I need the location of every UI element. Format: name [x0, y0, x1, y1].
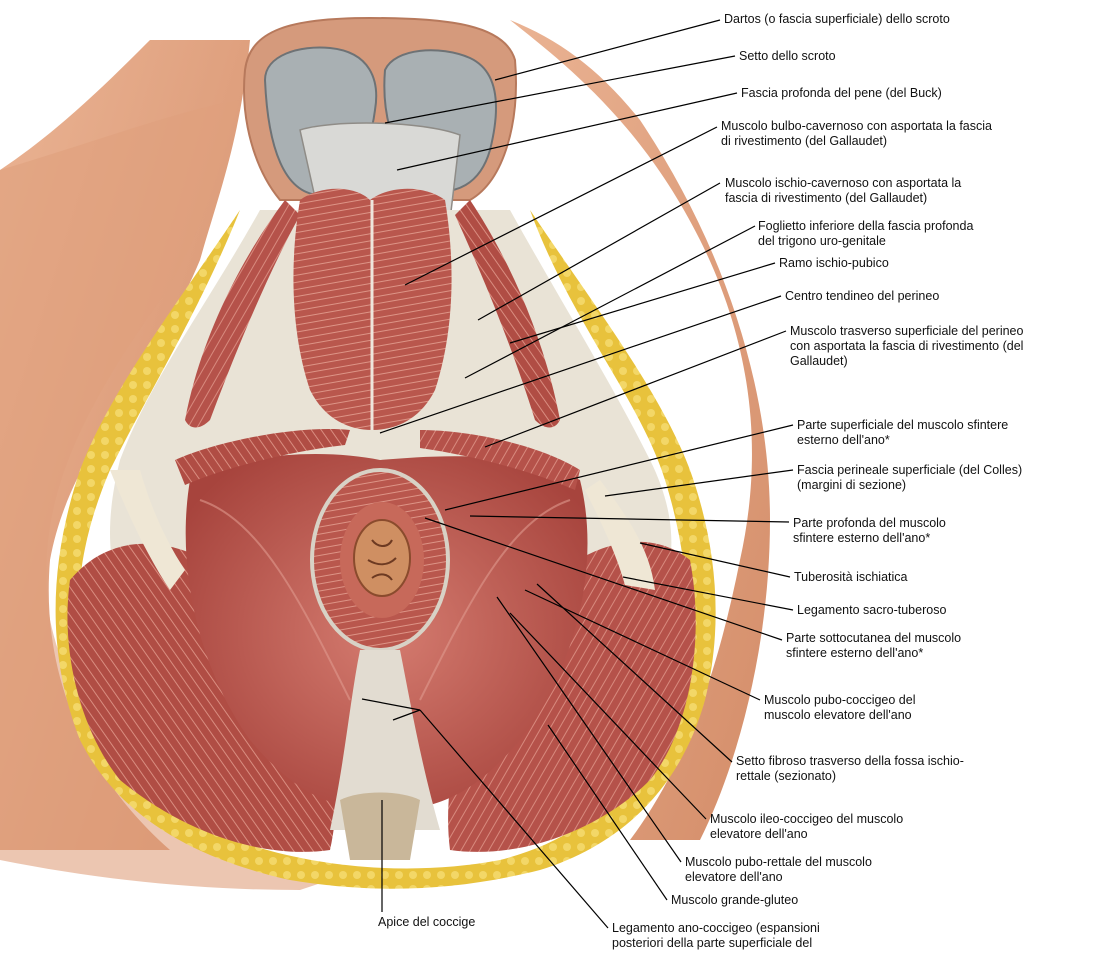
label-line: Parte superficiale del muscolo sfintere: [797, 418, 1009, 432]
label-setto-scroto: Setto dello scroto: [739, 49, 836, 64]
coccyx-apex: [340, 792, 420, 860]
label-line: Muscolo grande-gluteo: [671, 893, 799, 907]
gluteus-right: [448, 541, 696, 852]
label-ischio-cavernoso: Muscolo ischio-cavernoso con asportata l…: [725, 176, 961, 206]
leader-line: [444, 424, 794, 511]
label-centro-tendineo: Centro tendineo del perineo: [785, 289, 939, 304]
leader-line: [484, 330, 787, 448]
label-line: Apice del coccige: [378, 915, 476, 929]
leader-line: [622, 576, 794, 611]
leader-line: [361, 698, 421, 711]
label-line: Muscolo ileo-coccigeo del muscolo: [710, 812, 904, 826]
label-foglietto-inferiore: Foglietto inferiore della fascia profond…: [758, 219, 973, 249]
label-line: Fascia profonda del pene (del Buck): [741, 86, 942, 100]
leader-line: [509, 262, 776, 344]
label-bulbo-cavernoso: Muscolo bulbo-cavernoso con asportata la…: [721, 119, 992, 149]
label-line: rettale (sezionato): [736, 769, 837, 783]
label-line: Dartos (o fascia superficiale) dello scr…: [724, 12, 950, 26]
transverse-perineal-right: [420, 430, 580, 490]
leader-line: [469, 515, 790, 523]
transverse-perineal-left: [175, 429, 350, 485]
ischial-tuberosity-left: [110, 470, 185, 590]
label-dartos: Dartos (o fascia superficiale) dello scr…: [724, 12, 950, 27]
label-line: Fascia perineale superficiale (del Colle…: [797, 463, 1023, 477]
label-line: Muscolo pubo-coccigeo del: [764, 693, 916, 707]
label-line: di rivestimento (del Gallaudet): [721, 134, 888, 148]
label-line: Centro tendineo del perineo: [785, 289, 940, 303]
label-line: Gallaudet): [790, 354, 848, 368]
leader-line: [392, 709, 421, 721]
leader-line: [509, 612, 707, 820]
leader-line: [547, 724, 668, 901]
leader-line: [424, 517, 783, 641]
label-fascia-buck: Fascia profonda del pene (del Buck): [741, 86, 942, 101]
label-line: elevatore dell'ano: [685, 870, 783, 884]
skin-region: [0, 20, 770, 890]
label-line: Muscolo ischio-cavernoso con asportata l…: [725, 176, 962, 190]
ischiocavernosus-right: [455, 200, 560, 428]
label-line: elevatore dell'ano: [710, 827, 808, 841]
label-line: Muscolo trasverso superficiale del perin…: [790, 324, 1024, 338]
label-line: Foglietto inferiore della fascia profond…: [758, 219, 974, 233]
label-line: sfintere esterno dell'ano*: [786, 646, 924, 660]
label-line: muscolo elevatore dell'ano: [764, 708, 912, 722]
label-line: Parte sottocutanea del muscolo: [786, 631, 962, 645]
leader-line: [419, 709, 609, 929]
ischial-tuberosity-right: [585, 480, 655, 590]
label-line: Setto dello scroto: [739, 49, 836, 63]
label-line: Legamento ano-coccigeo (espansioni: [612, 921, 820, 935]
label-line: esterno dell'ano*: [797, 433, 890, 447]
label-apice-coccige: Apice del coccige: [378, 915, 475, 930]
label-line: del trigono uro-genitale: [758, 234, 886, 248]
label-tuberosita: Tuberosità ischiatica: [794, 570, 907, 585]
anococcygeal-ligament: [330, 650, 440, 830]
ischiocavernosus-left: [185, 200, 300, 428]
leader-line: [477, 182, 721, 321]
leader-line: [494, 19, 721, 81]
label-sacro-tuberoso: Legamento sacro-tuberoso: [797, 603, 946, 618]
label-setto-fibroso: Setto fibroso trasverso della fossa isch…: [736, 754, 964, 784]
label-trasverso-superficiale: Muscolo trasverso superficiale del perin…: [790, 324, 1023, 369]
label-line: con asportata la fascia di rivestimento …: [790, 339, 1024, 353]
scrotum: [243, 16, 517, 221]
label-line: Ramo ischio-pubico: [779, 256, 889, 270]
label-line: fascia di rivestimento (del Gallaudet): [725, 191, 928, 205]
label-line: Muscolo bulbo-cavernoso con asportata la…: [721, 119, 992, 133]
leader-line: [384, 55, 736, 124]
label-line: Muscolo pubo-rettale del muscolo: [685, 855, 872, 869]
label-line: sfintere esterno dell'ano*: [793, 531, 931, 545]
leader-line: [404, 126, 718, 286]
leader-lines: [361, 19, 794, 929]
leader-line: [379, 295, 782, 434]
anus: [353, 519, 411, 597]
label-ramo-ischio-pubico: Ramo ischio-pubico: [779, 256, 889, 271]
label-grande-gluteo: Muscolo grande-gluteo: [671, 893, 798, 908]
label-line: Tuberosità ischiatica: [794, 570, 908, 584]
leader-line: [464, 225, 756, 379]
leader-line: [604, 469, 794, 497]
leader-line: [639, 542, 791, 578]
label-line: Legamento sacro-tuberoso: [797, 603, 947, 617]
leader-line: [396, 92, 738, 171]
label-line: posteriori della parte superficiale del: [612, 936, 813, 950]
label-fascia-colles: Fascia perineale superficiale (del Colle…: [797, 463, 1022, 493]
label-line: (margini di sezione): [797, 478, 907, 492]
label-line: Parte profonda del muscolo: [793, 516, 946, 530]
leader-line: [536, 583, 733, 763]
leader-line: [496, 596, 682, 863]
label-line: Setto fibroso trasverso della fossa isch…: [736, 754, 964, 768]
